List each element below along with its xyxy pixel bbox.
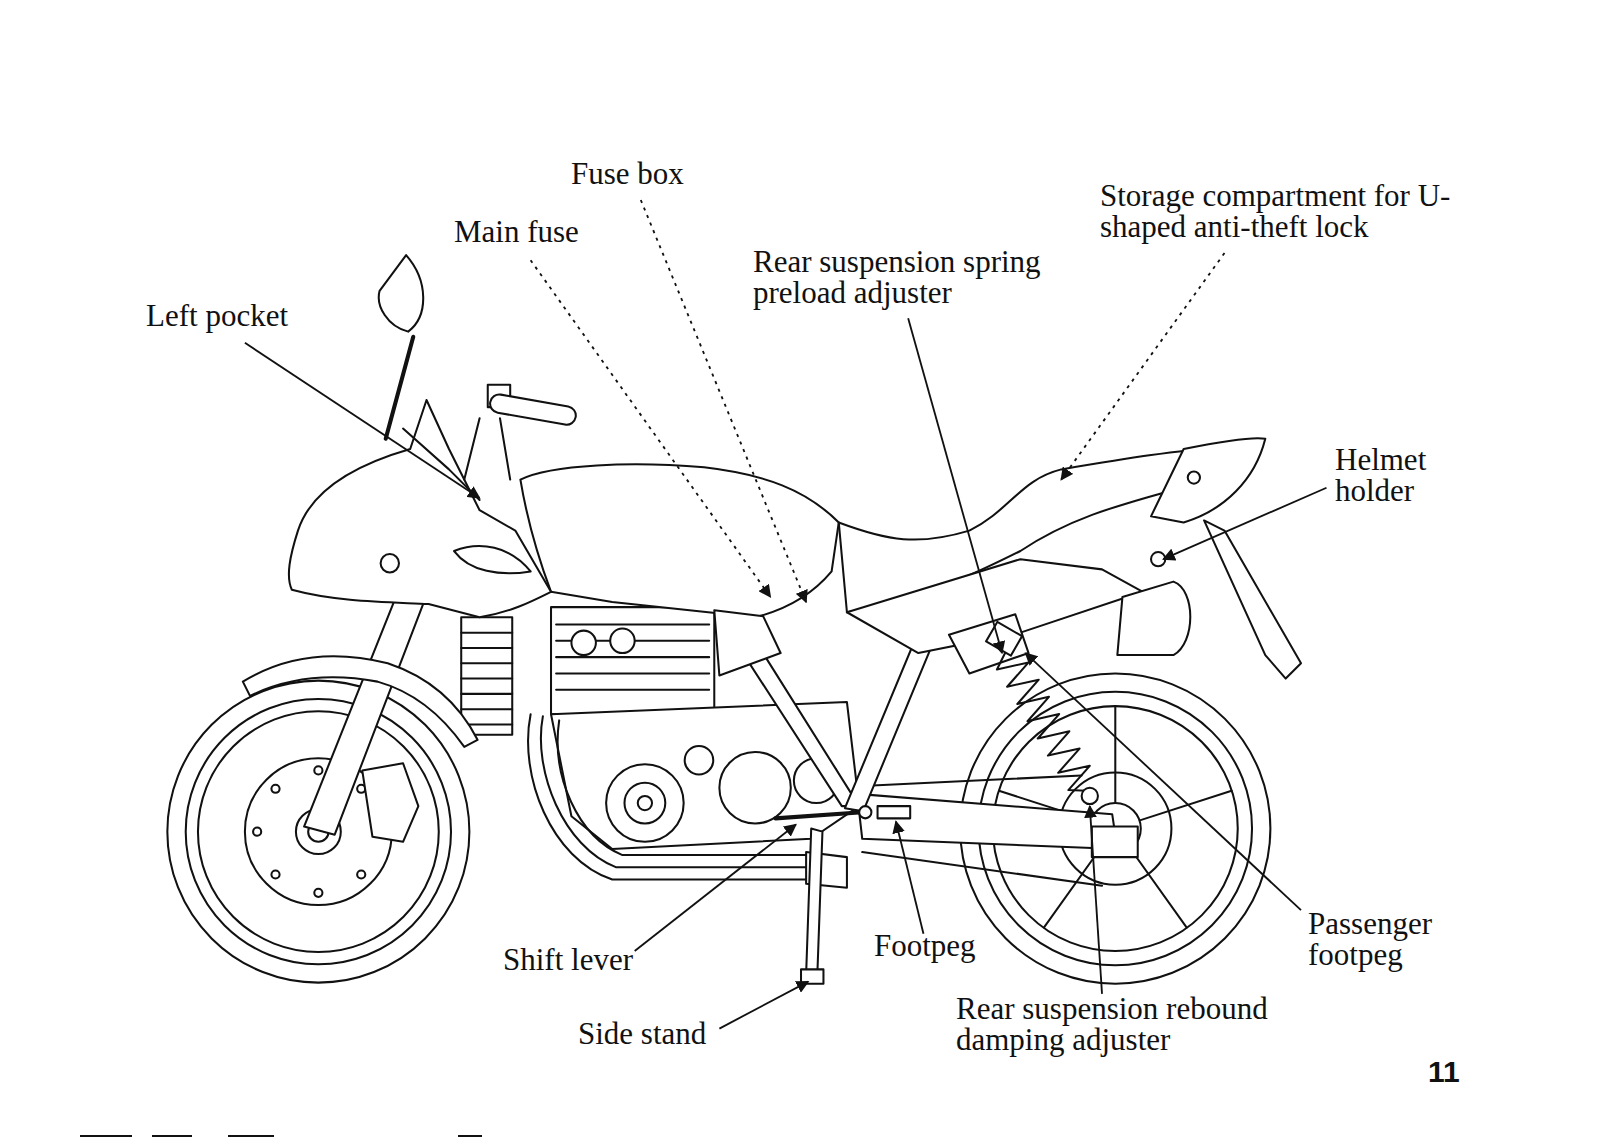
- exhaust-pipe: [528, 714, 806, 879]
- front-tire: [167, 681, 469, 983]
- engine-cover: [685, 746, 714, 775]
- half-fairing: [289, 400, 551, 617]
- exhaust-pipe: [541, 716, 806, 867]
- brake-caliper: [362, 763, 418, 842]
- part-label: Footpeg: [874, 930, 976, 961]
- stand-foot: [801, 969, 823, 983]
- rebound-adjuster: [1082, 788, 1098, 804]
- cylinder-block: [551, 607, 714, 714]
- engine-cover: [719, 752, 790, 823]
- engine-cover: [606, 764, 684, 842]
- radiator: [461, 617, 512, 734]
- part-label: Side stand: [578, 1018, 706, 1049]
- grab-rail-bolt: [1188, 471, 1200, 483]
- engine: [461, 607, 859, 849]
- part-label: Storage compartment for U-shaped anti-th…: [1100, 180, 1460, 242]
- spark-plug-cap: [571, 631, 595, 655]
- leader-line: [1090, 806, 1102, 994]
- handlebar-grip: [489, 393, 578, 426]
- tail-cowl: [1151, 438, 1265, 522]
- shock-spring: [997, 653, 1090, 791]
- page-number: 11: [1428, 1056, 1460, 1088]
- part-label: Main fuse: [454, 216, 579, 247]
- leader-line: [896, 821, 924, 933]
- leader-line: [1163, 488, 1326, 559]
- part-label: Shift lever: [503, 944, 633, 975]
- fairing-vent: [454, 546, 531, 573]
- leader-lines: [245, 200, 1327, 1029]
- preload-adjuster: [986, 622, 1022, 656]
- front-wheel: [167, 681, 469, 983]
- part-label: Helmet holder: [1335, 444, 1445, 506]
- crankcase: [551, 702, 859, 849]
- axle-adjuster: [1092, 827, 1138, 858]
- part-label: Rear suspension spring preload adjuster: [753, 246, 1083, 308]
- leader-line: [719, 982, 808, 1029]
- front-rim-inner: [198, 711, 439, 952]
- lever-pivot: [859, 806, 871, 818]
- front-fender: [243, 656, 478, 747]
- part-label: Left pocket: [146, 300, 288, 331]
- control-cables: [464, 418, 510, 479]
- part-label: Passenger footpeg: [1308, 908, 1468, 970]
- turn-signal: [381, 554, 399, 572]
- part-label: Fuse box: [571, 158, 684, 189]
- part-label: Rear suspension rebound damping adjuster: [956, 993, 1316, 1055]
- side-cover: [714, 610, 780, 675]
- leader-line: [635, 824, 796, 951]
- fuel-tank: [520, 464, 838, 617]
- spark-plug-cap: [610, 629, 634, 653]
- footpeg: [878, 806, 911, 818]
- leader-line: [1061, 253, 1224, 480]
- license-hanger: [1204, 520, 1301, 678]
- exhaust-pipe: [558, 720, 806, 855]
- bike-drawing: [167, 255, 1301, 984]
- leader-line: [531, 260, 771, 597]
- rear-shock: [986, 622, 1098, 804]
- side-stand: [806, 829, 822, 975]
- front-rim: [186, 699, 451, 964]
- front-fork: [304, 571, 434, 834]
- leader-line: [908, 318, 1002, 653]
- helmet-holder: [1151, 552, 1165, 566]
- page-edge-marks: [80, 1135, 482, 1137]
- leader-line: [1026, 653, 1302, 910]
- leader-line: [245, 343, 480, 498]
- cooling-fins: [556, 624, 709, 689]
- shift-lever: [776, 812, 863, 818]
- mirror-stem: [386, 337, 414, 439]
- mirror: [379, 255, 423, 332]
- muffler: [1117, 582, 1190, 655]
